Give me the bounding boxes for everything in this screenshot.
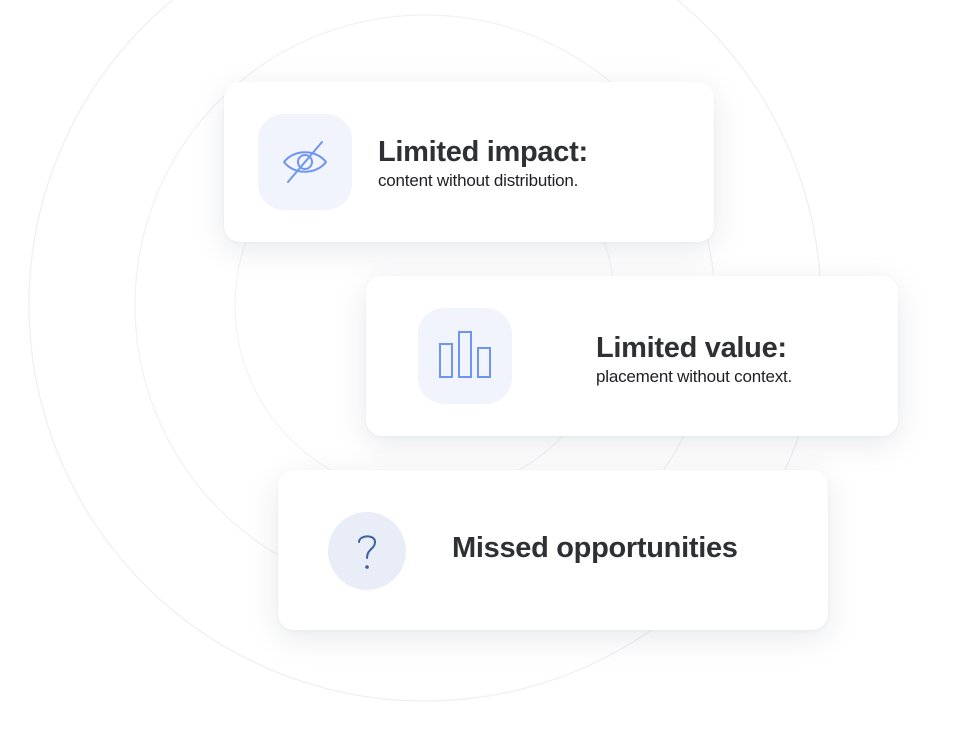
limited-value-card: Limited value: placement without context… — [366, 276, 898, 436]
question-mark-icon-tile — [328, 512, 406, 590]
eye-slash-icon-tile — [258, 114, 352, 210]
missed-opportunities-text: Missed opportunities — [452, 530, 738, 566]
card-subtitle: placement without context. — [596, 367, 793, 386]
limited-impact-card: Limited impact: content without distribu… — [224, 82, 714, 242]
eye-slash-icon — [283, 141, 327, 183]
question-mark-icon — [358, 535, 377, 569]
limited-impact-text: Limited impact: content without distribu… — [378, 134, 588, 192]
card-title: Limited value: — [596, 332, 787, 364]
card-title: Missed opportunities — [452, 532, 738, 564]
missed-opportunities-card: Missed opportunities — [278, 470, 828, 630]
limited-value-text: Limited value: placement without context… — [596, 330, 792, 388]
card-title: Limited impact: — [378, 136, 588, 168]
bar-chart-icon-tile — [418, 308, 512, 404]
bar-chart-icon — [439, 331, 491, 378]
card-subtitle: content without distribution. — [378, 171, 579, 190]
